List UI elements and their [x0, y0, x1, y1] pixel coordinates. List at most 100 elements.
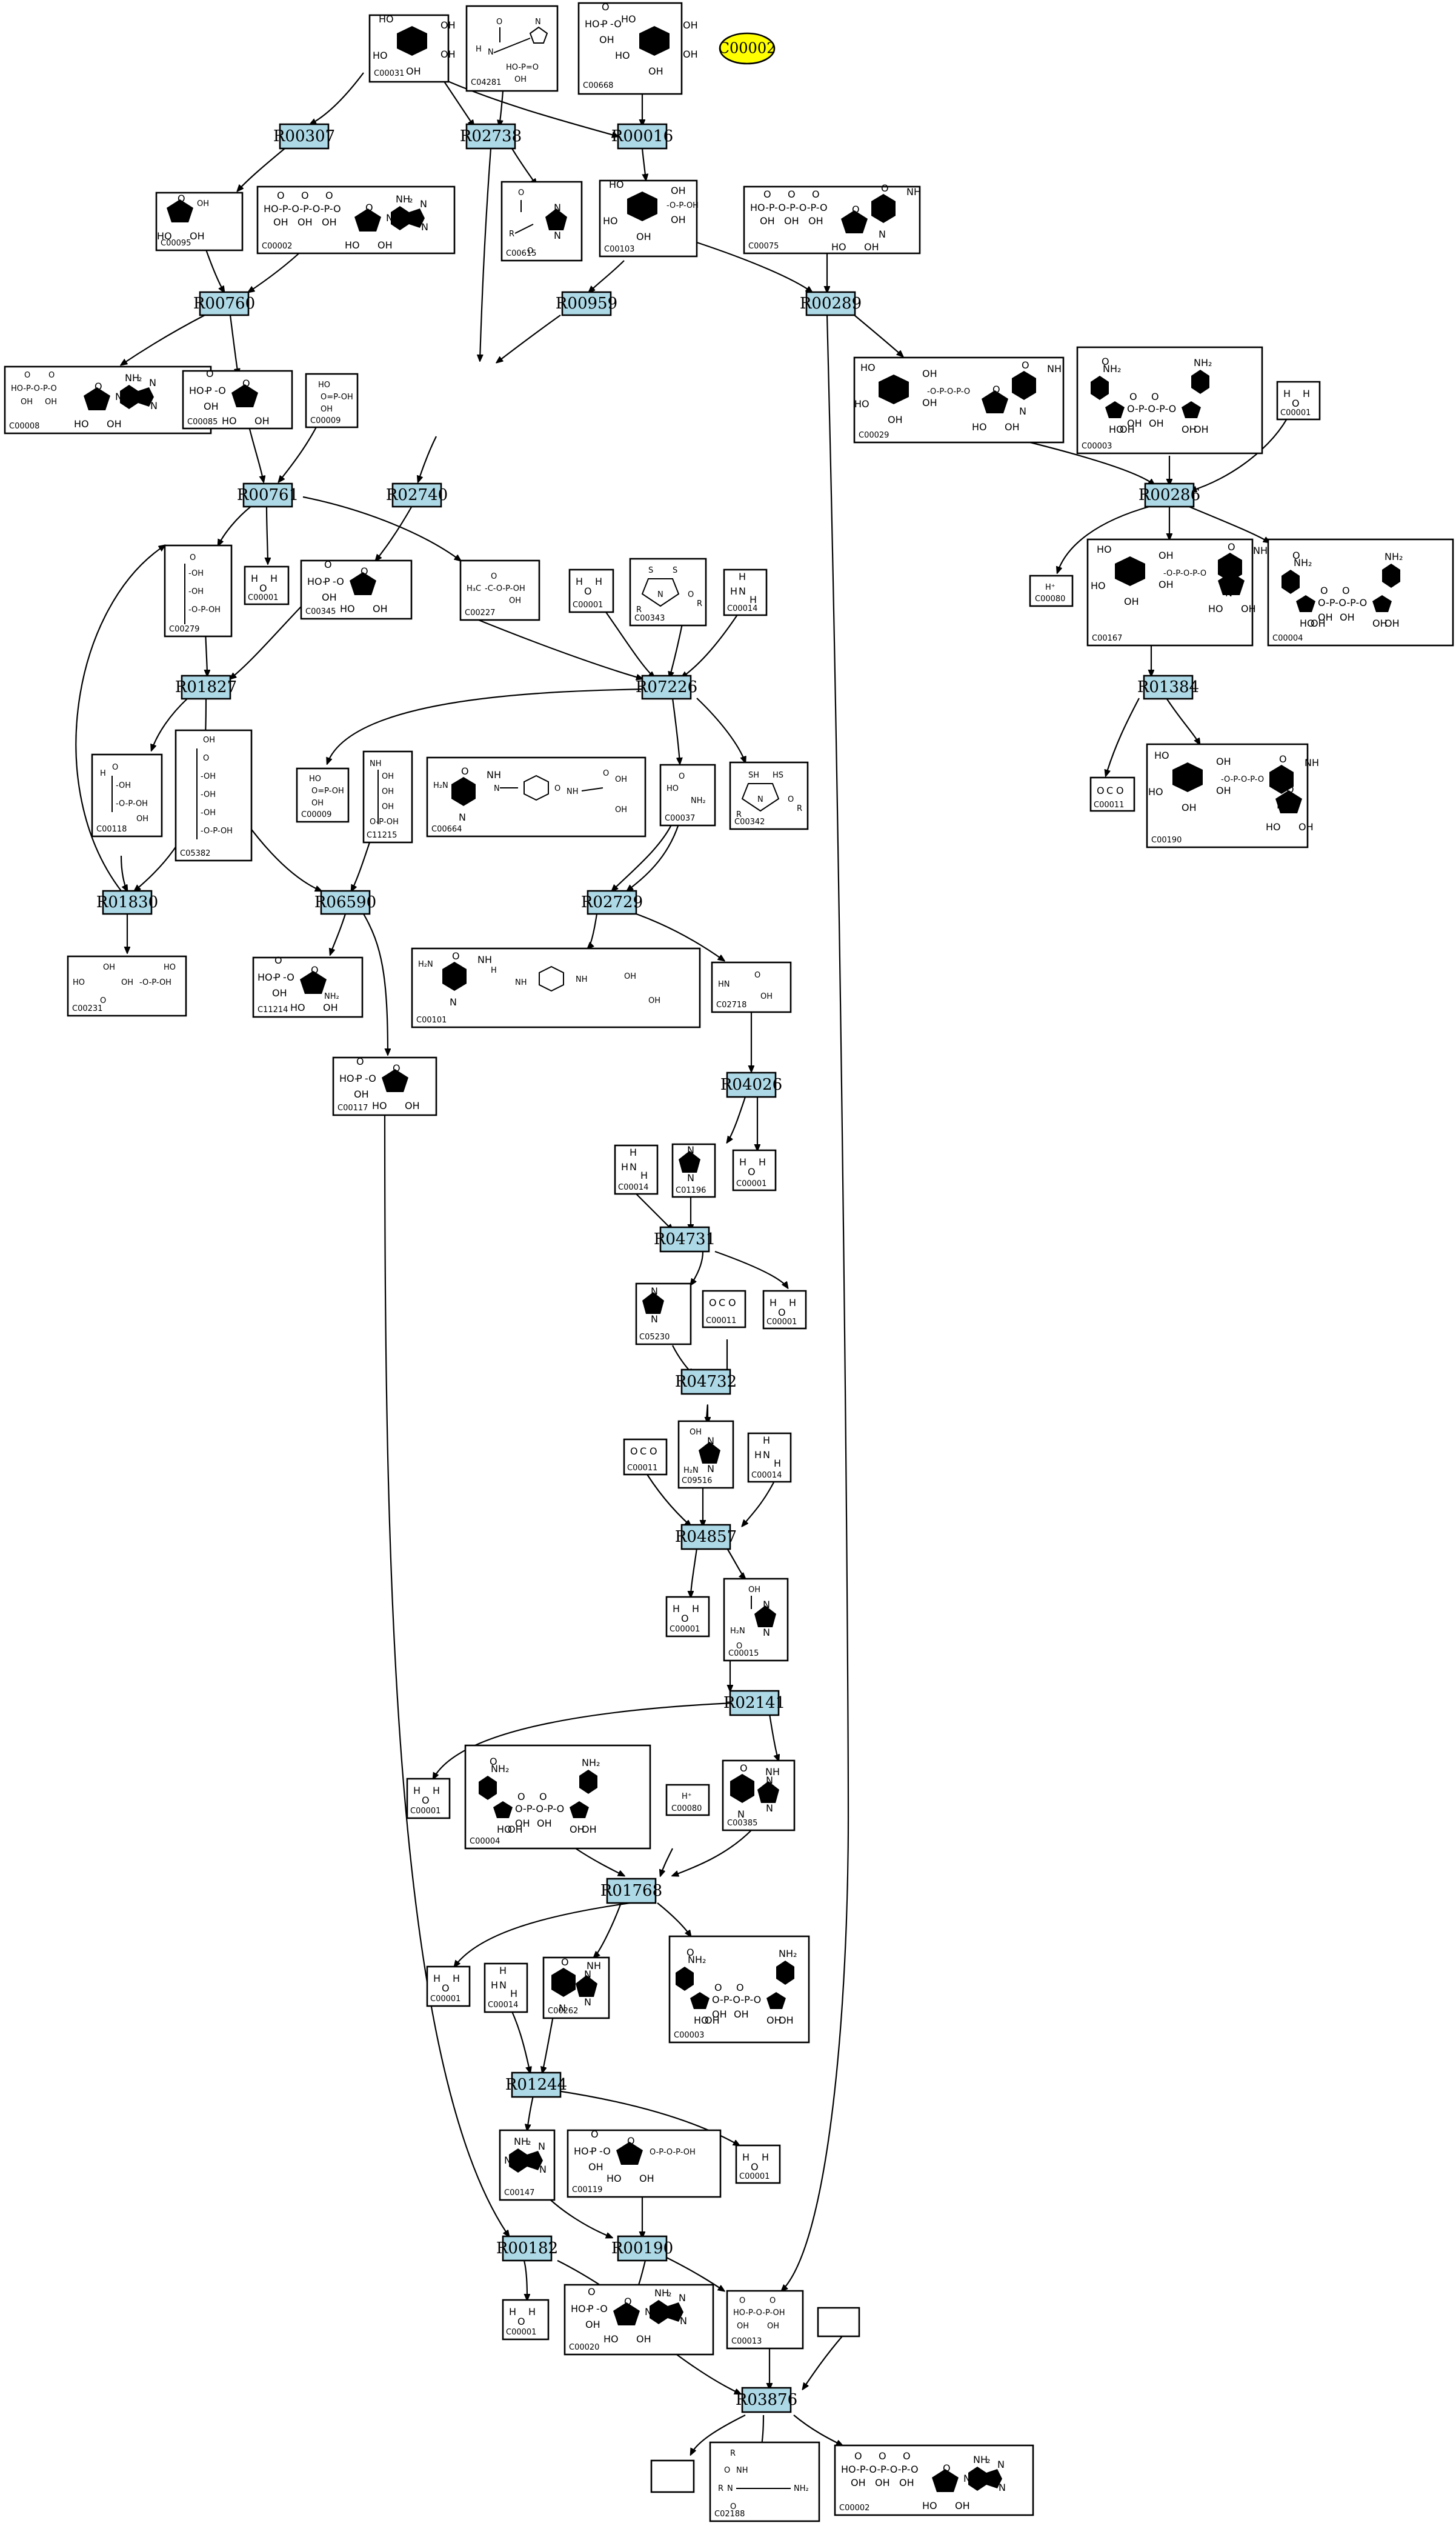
reaction-R01827[interactable]: R01827 [175, 675, 237, 700]
reaction-R00016[interactable]: R00016 [611, 123, 673, 150]
highlight-compound-node[interactable]: C00002 [719, 32, 776, 65]
compound-C00002-top[interactable]: C00002 [256, 185, 456, 255]
compound-id: C00664 [431, 825, 462, 834]
compound-C00117[interactable]: C00117 [332, 1056, 437, 1116]
compound-C00001-a[interactable]: C00001 [244, 565, 290, 605]
reaction-R03876[interactable]: R03876 [736, 2387, 797, 2413]
svg-text:OH: OH [767, 2322, 779, 2331]
reaction-R02729[interactable]: R02729 [581, 890, 643, 915]
compound-C00190[interactable]: -O-P-O-P-O C00190 [1146, 743, 1319, 848]
compound-C00001-b[interactable]: C00001 [568, 568, 614, 613]
compound-C00615[interactable]: O R O C00615 [500, 181, 583, 262]
compound-C00003-top[interactable]: C00003 [1076, 346, 1263, 455]
reaction-R01384[interactable]: R01384 [1137, 675, 1199, 700]
compound-C00147[interactable]: C00147 [499, 2129, 556, 2201]
compound-C00001-f[interactable]: C00001 [406, 1778, 451, 1819]
reaction-R02141[interactable]: R02141 [723, 1690, 785, 1716]
compound-C00014-b[interactable]: C00014 [614, 1144, 659, 1195]
svg-text:SH: SH [748, 771, 759, 780]
reaction-R00761[interactable]: R00761 [237, 482, 299, 508]
compound-C00001-g[interactable]: C00001 [426, 1965, 471, 2007]
compound-C00279[interactable]: O -OH-OH-O-P-OH C00279 [164, 544, 233, 638]
reaction-R00760[interactable]: R00760 [193, 291, 255, 316]
reaction-R02740[interactable]: R02740 [386, 482, 448, 508]
svg-text:R: R [697, 599, 702, 608]
compound-C00385[interactable]: C00385 [722, 1759, 796, 1831]
compound-C00003-mid[interactable]: C00003 [668, 1935, 810, 2044]
reaction-R00286[interactable]: R00286 [1139, 482, 1200, 508]
compound-C11214[interactable]: NH₂ C11214 [252, 955, 364, 1018]
compound-C00014-d[interactable]: C00014 [484, 1962, 528, 2013]
reaction-R00190[interactable]: R00190 [611, 2235, 673, 2262]
compound-C00001-d[interactable]: C00001 [762, 1290, 807, 1330]
reaction-R00182[interactable]: R00182 [496, 2235, 558, 2262]
compound-C00001-e[interactable]: C00001 [665, 1596, 710, 1638]
compound-C00075[interactable]: C00075 [743, 182, 921, 255]
compound-C00103[interactable]: -O-P-OH C00103 [599, 179, 699, 258]
empty-compound-box[interactable] [650, 2459, 695, 2493]
reaction-R00289[interactable]: R00289 [800, 291, 862, 316]
compound-C01196[interactable]: C01196 [671, 1143, 716, 1198]
reaction-R01244[interactable]: R01244 [505, 2071, 567, 2098]
compound-C00004-mid[interactable]: C00004 [464, 1744, 651, 1850]
compound-C00668[interactable]: C00668 [577, 1, 698, 95]
reaction-R02738[interactable]: R02738 [460, 123, 522, 150]
compound-C00001-i[interactable]: C00001 [502, 2299, 550, 2341]
compound-C05382[interactable]: OHO -OH-OH-OH-O-P-OH C05382 [175, 729, 253, 862]
reaction-R00307[interactable]: R00307 [273, 123, 335, 150]
compound-C00345[interactable]: C00345 [300, 559, 413, 620]
compound-C00014-c[interactable]: C00014 [747, 1432, 792, 1483]
compound-C05230[interactable]: C05230 [635, 1282, 692, 1345]
compound-C00080[interactable]: H⁺ C00080 [1029, 575, 1074, 607]
compound-C00031[interactable]: C00031 [368, 13, 456, 83]
reaction-R04732[interactable]: R04732 [675, 1368, 737, 1395]
compound-C00001-r1[interactable]: C00001 [1276, 381, 1321, 421]
reaction-R01830[interactable]: R01830 [96, 890, 158, 915]
reaction-R04857[interactable]: R04857 [675, 1524, 737, 1550]
compound-C00001-c[interactable]: C00001 [732, 1149, 777, 1191]
reaction-R00959[interactable]: R00959 [556, 291, 617, 316]
reaction-R04731[interactable]: R04731 [654, 1226, 716, 1253]
reaction-R06590[interactable]: R06590 [314, 890, 376, 915]
compound-C00011-b[interactable]: C00011 [702, 1290, 746, 1328]
compound-C00004-top[interactable]: C00004 [1267, 538, 1454, 647]
reaction-R01768[interactable]: R01768 [600, 1878, 662, 1904]
reaction-R07226[interactable]: R07226 [636, 675, 697, 700]
reaction-R04026[interactable]: R04026 [720, 1071, 782, 1098]
compound-C00085[interactable]: C00085 [182, 368, 293, 430]
compound-C00029[interactable]: -O-P-O-P-O C00029 [853, 356, 1065, 444]
compound-id: C00014 [751, 1471, 782, 1480]
compound-C00119[interactable]: O-P-O-P-OH C00119 [567, 2128, 722, 2198]
compound-C00262[interactable]: C00262 [542, 1956, 610, 2019]
compound-C00167[interactable]: -O-P-O-P-O C00167 [1086, 538, 1268, 647]
compound-C00095[interactable]: OH C00095 [155, 192, 244, 252]
compound-C00011-a[interactable]: C00011 [1089, 776, 1135, 812]
svg-text:-O-P-OH: -O-P-OH [667, 201, 699, 210]
reaction-label: R00016 [611, 127, 673, 145]
empty-compound-box[interactable] [817, 2307, 860, 2338]
compound-C00080-b[interactable]: H⁺ C00080 [665, 1784, 710, 1816]
compound-C00002-bottom[interactable]: C00002 [834, 2444, 1034, 2516]
compound-C00001-h[interactable]: C00001 [735, 2144, 781, 2184]
compound-C00011-c[interactable]: C00011 [623, 1438, 668, 1476]
compound-C00020[interactable]: C00020 [563, 2284, 714, 2356]
compound-C00014-a[interactable]: C00014 [723, 568, 768, 616]
